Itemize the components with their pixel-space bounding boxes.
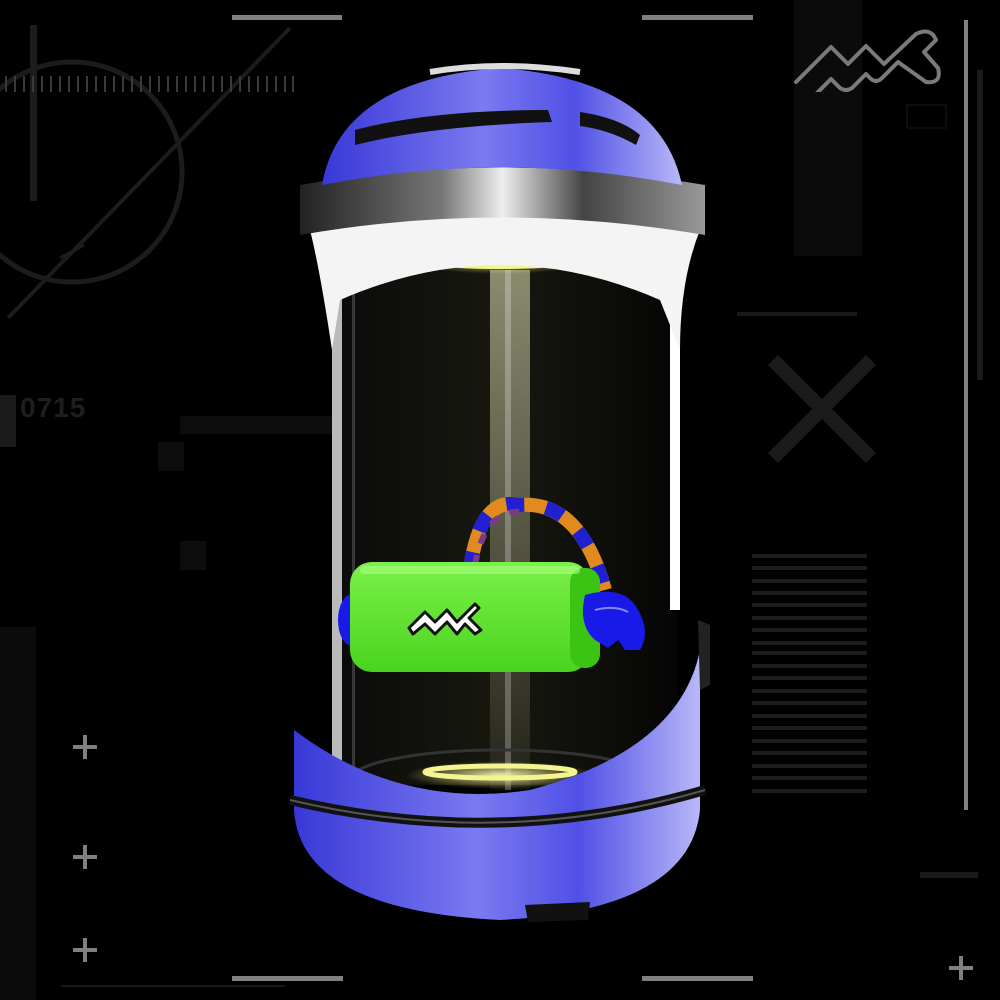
top-bar-right <box>642 15 753 20</box>
bottom-base <box>294 650 700 920</box>
left-dim-column <box>0 627 36 1000</box>
bottom-bar-right <box>642 976 753 981</box>
headset-right-wing <box>582 591 645 650</box>
light-beam <box>490 270 530 790</box>
top-bar-left <box>232 15 342 20</box>
plus-icon <box>949 956 973 980</box>
reticle-vertical-bar <box>30 25 37 201</box>
reticle-diagonal <box>6 26 292 320</box>
plus-icon <box>73 735 97 759</box>
x-cross-icon <box>768 355 876 463</box>
headset-strap <box>463 496 612 592</box>
top-dome <box>322 68 682 185</box>
dome-slot <box>355 110 552 145</box>
bottom-bar-left <box>232 976 343 981</box>
hud-code-label: 0715 <box>20 392 87 423</box>
base-slot <box>525 902 590 922</box>
capsule <box>280 50 720 950</box>
plus-icon <box>73 938 97 962</box>
right-vertical-line-light <box>964 20 968 810</box>
striped-block <box>752 554 867 793</box>
plus-icon <box>73 845 97 869</box>
top-chrome-band <box>300 167 705 235</box>
right-dim-column <box>794 0 862 256</box>
right-small-frame <box>906 104 947 129</box>
reticle-circle <box>0 59 185 285</box>
mk-logo-icon <box>786 22 948 92</box>
tick-ruler <box>5 76 294 92</box>
right-vertical-line-dim <box>977 70 983 380</box>
headset-logo <box>407 602 483 636</box>
